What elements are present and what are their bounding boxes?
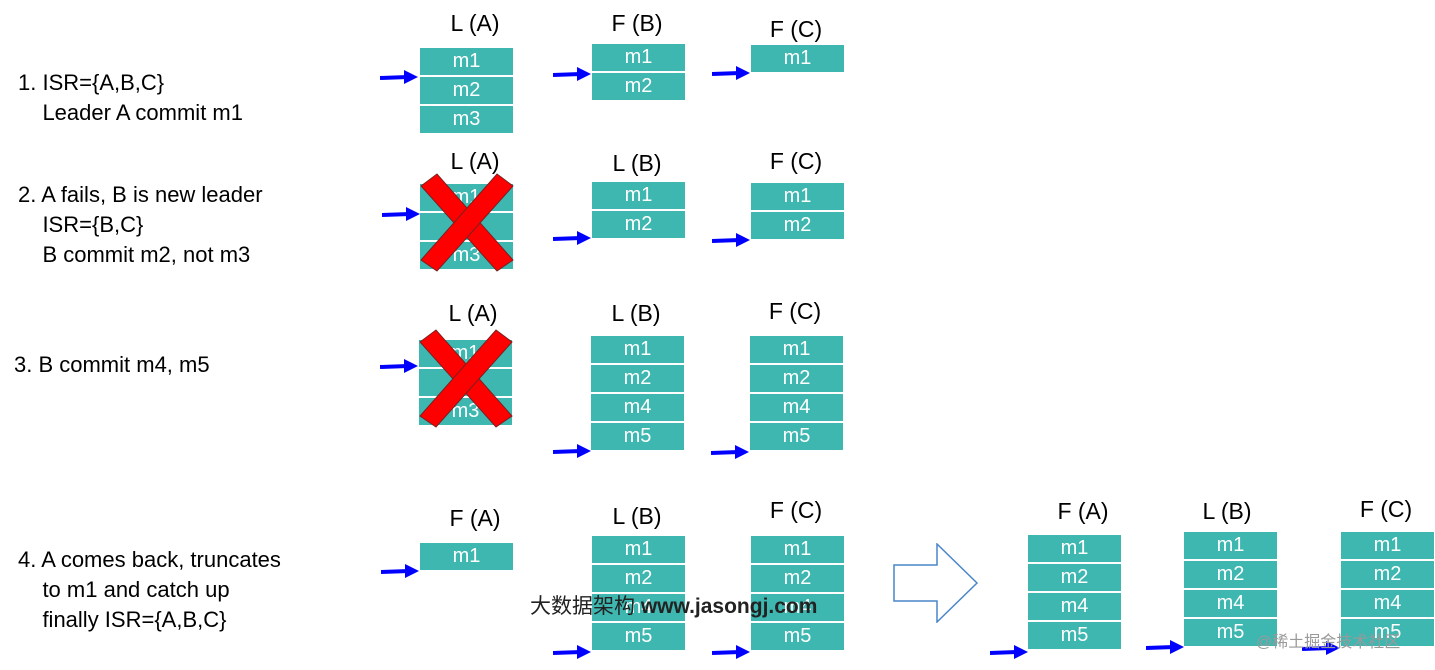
log-message: m1: [420, 543, 513, 572]
pointer-arrow-icon: [1146, 640, 1184, 654]
log-stack: m1: [751, 45, 844, 74]
log-message: m2: [592, 73, 685, 102]
step-2-text: 2. A fails, B is new leader ISR={B,C} B …: [18, 182, 263, 267]
log-message: m5: [1341, 619, 1434, 648]
node-label: L (A): [448, 300, 498, 326]
log-message: m5: [1184, 619, 1277, 648]
watermark: 大数据架构 www.jasongj.com: [530, 590, 817, 620]
log-message: m5: [751, 623, 844, 652]
log-message: m2: [420, 77, 513, 106]
node-label: L (A): [450, 10, 500, 36]
pointer-arrow-icon: [553, 231, 591, 245]
log-message: m1: [1028, 535, 1121, 564]
log-message: m1: [1341, 532, 1434, 561]
node-label: F (C): [768, 298, 822, 324]
log-message: m1: [751, 536, 844, 565]
transition-arrow-icon: [893, 543, 979, 623]
node-label: L (B): [612, 150, 662, 176]
node-label: F (C): [769, 497, 823, 523]
pointer-arrow-icon: [712, 233, 750, 247]
log-message: m4: [750, 394, 843, 423]
log-message: m5: [1028, 622, 1121, 651]
log-message: m2: [1184, 561, 1277, 590]
log-message: m5: [750, 423, 843, 452]
watermark-cn: 大数据架构: [530, 595, 635, 618]
node-label: F (C): [1359, 496, 1413, 522]
step-4-text: 4. A comes back, truncates to m1 and cat…: [18, 547, 281, 632]
log-message: m1: [592, 182, 685, 211]
log-message: m2: [592, 211, 685, 240]
step-1-text: 1. ISR={A,B,C} Leader A commit m1: [18, 70, 243, 125]
pointer-arrow-icon: [711, 445, 749, 459]
log-message: m4: [1184, 590, 1277, 619]
log-message: m2: [592, 565, 685, 594]
log-message: m1: [420, 48, 513, 77]
log-message: m2: [751, 565, 844, 594]
log-message: m3: [420, 106, 513, 135]
log-message: m2: [591, 365, 684, 394]
log-message: m4: [591, 394, 684, 423]
node-label: F (A): [449, 505, 501, 531]
log-message: m1: [592, 44, 685, 73]
log-message: m4: [751, 594, 844, 623]
log-message: m1: [751, 183, 844, 212]
log-message: m2: [1028, 564, 1121, 593]
watermark-url: www.jasongj.com: [640, 595, 818, 618]
log-message: m1: [750, 336, 843, 365]
log-message: m5: [592, 623, 685, 652]
corner-watermark: @稀土掘金技术社区: [1256, 634, 1401, 651]
log-message: m4: [1341, 590, 1434, 619]
pointer-arrow-icon: [553, 444, 591, 458]
log-message: m5: [591, 423, 684, 452]
log-message: m4: [592, 594, 685, 623]
node-label: F (A): [1057, 498, 1109, 524]
step-3-text: 3. B commit m4, m5: [14, 352, 210, 377]
node-label: F (B): [611, 10, 663, 36]
log-message: m1: [592, 536, 685, 565]
log-stack: m1: [420, 543, 513, 572]
node-label: F (C): [769, 16, 823, 42]
pointer-arrow-icon: [382, 207, 420, 221]
pointer-arrow-icon: [712, 645, 750, 659]
node-label: L (A): [450, 148, 500, 174]
log-message: m1: [751, 45, 844, 74]
log-message: m2: [751, 212, 844, 241]
pointer-arrow-icon: [380, 359, 418, 373]
node-label: L (B): [612, 503, 662, 529]
failed-cross-icon: [419, 329, 513, 428]
pointer-arrow-icon: [712, 66, 750, 80]
node-label: L (B): [611, 300, 661, 326]
log-message: m2: [1341, 561, 1434, 590]
pointer-arrow-icon: [553, 645, 591, 659]
log-message: m1: [591, 336, 684, 365]
node-label: F (C): [769, 148, 823, 174]
pointer-arrow-icon: [380, 70, 418, 84]
pointer-arrow-icon: [381, 564, 419, 578]
log-message: m1: [1184, 532, 1277, 561]
pointer-arrow-icon: [553, 67, 591, 81]
pointer-arrow-icon: [1302, 641, 1340, 655]
log-message: m2: [750, 365, 843, 394]
node-label: L (B): [1202, 498, 1252, 524]
pointer-arrow-icon: [990, 645, 1028, 659]
failed-cross-icon: [420, 173, 514, 272]
log-message: m4: [1028, 593, 1121, 622]
